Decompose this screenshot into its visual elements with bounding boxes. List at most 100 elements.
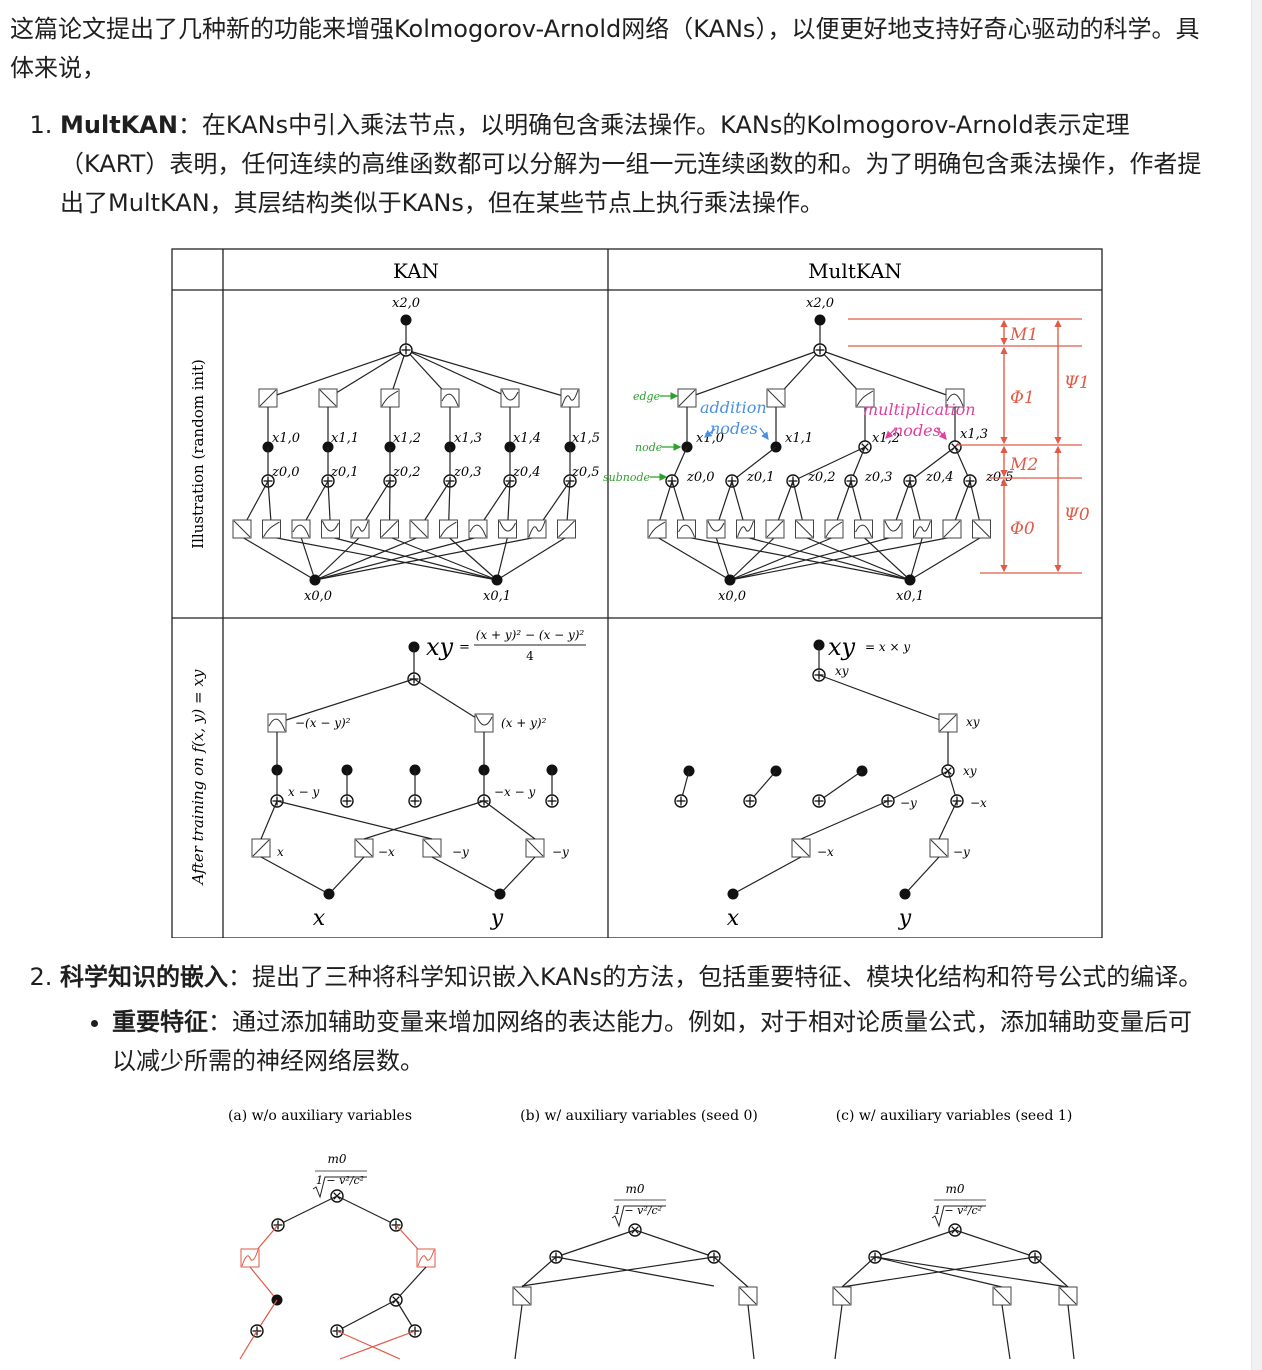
- node-label-x00: x0,0: [304, 589, 332, 604]
- activation-function-box: [474, 713, 494, 733]
- addition-node: [812, 794, 826, 808]
- edge-line: [818, 674, 949, 724]
- activation-function-box: [791, 838, 811, 858]
- kan-edge-label: x: [277, 845, 284, 859]
- intro-paragraph: 这篇论文提出了几种新的功能来增强Kolmogorov-Arnold网络（KANs…: [10, 15, 1200, 82]
- item-title: MultKAN: [60, 111, 178, 139]
- edge-line: [841, 1256, 876, 1288]
- formula-denominator: 1 − v²/c²: [316, 1174, 364, 1187]
- edge-line: [686, 349, 821, 399]
- edge-line: [496, 536, 509, 581]
- edge-line: [330, 536, 498, 581]
- mult-z-label: z0,0: [686, 470, 715, 485]
- formula-numerator: m0: [945, 1182, 964, 1196]
- activation-function-box: [557, 519, 576, 539]
- input-label-x: x: [313, 906, 326, 931]
- edge-line: [267, 349, 407, 399]
- activation-function-box: [354, 838, 374, 858]
- edge-line: [327, 349, 407, 399]
- activation-function-box: [267, 713, 287, 733]
- column-header-kan: KAN: [393, 259, 439, 283]
- edge-line: [336, 1330, 401, 1360]
- node-dot: [727, 888, 739, 900]
- annotation-node: node: [635, 441, 663, 454]
- subfigure-caption: (a) w/o auxiliary variables: [228, 1108, 412, 1124]
- node-label-x00: x0,0: [718, 589, 746, 604]
- edge-line: [863, 536, 911, 581]
- node-label-x20: x2,0: [806, 296, 834, 311]
- edge-line: [249, 1266, 278, 1301]
- edge-line: [499, 856, 536, 895]
- article-content: 这篇论文提出了几种新的功能来增强Kolmogorov-Arnold网络（KANs…: [10, 10, 1215, 1361]
- kan-edge-label: −y: [552, 845, 569, 859]
- activation-function-box: [992, 1286, 1012, 1306]
- sub-item-text: ：通过添加辅助变量来增加网络的表达能力。例如，对于相对论质量公式，添加辅助变量后…: [112, 1008, 1192, 1075]
- activation-function-box: [380, 388, 400, 408]
- edge-line: [336, 1299, 397, 1332]
- edge-line: [405, 349, 571, 399]
- edge-line: [405, 349, 511, 399]
- activation-function-box: [422, 838, 442, 858]
- activation-function-box: [677, 519, 696, 539]
- edge-line: [729, 536, 953, 581]
- node-label-x20: x2,0: [392, 296, 420, 311]
- edge-line: [271, 536, 498, 581]
- addition-node: [340, 794, 354, 808]
- sub-list: 重要特征：通过添加辅助变量来增加网络的表达能力。例如，对于相对论质量公式，添加辅…: [60, 1003, 1215, 1081]
- edge-line: [336, 1195, 397, 1226]
- activation-function-box: [527, 519, 547, 539]
- activation-function-box: [942, 519, 962, 539]
- activation-function-box: [468, 519, 488, 539]
- kan-z-label: z0,5: [571, 465, 600, 480]
- edge-line: [314, 536, 361, 581]
- mult-z-label: z0,3: [864, 470, 893, 485]
- mult-x1-label: x1,3: [960, 427, 988, 442]
- edge-line: [818, 770, 863, 802]
- kan-z-label: z0,4: [512, 465, 541, 480]
- activation-function-box: [1058, 1286, 1078, 1306]
- kan-z-label: z0,1: [330, 465, 359, 480]
- activation-function-box: [258, 388, 278, 408]
- edge-line: [339, 1330, 416, 1360]
- activation-function-box: [913, 519, 932, 539]
- mult-x1-label: x1,1: [785, 431, 813, 446]
- mult-x1-label: x1,0: [696, 431, 724, 446]
- annotation-multiplication: multiplication: [863, 400, 976, 419]
- edge-line: [804, 536, 911, 581]
- sub-item-title: 重要特征: [112, 1008, 208, 1036]
- activation-function-box: [439, 519, 458, 539]
- addition-node: [743, 794, 757, 808]
- multkan-node-label: xy: [835, 664, 849, 678]
- activation-function-box: [824, 519, 844, 539]
- edge-line: [715, 536, 731, 581]
- bracket-label: Ψ1: [1064, 373, 1090, 393]
- kan-z-label: z0,3: [453, 465, 482, 480]
- kan-z-label: z0,2: [392, 465, 421, 480]
- edge-line: [395, 1266, 427, 1301]
- edge-line: [841, 1256, 1036, 1288]
- scrollbar[interactable]: [1251, 0, 1262, 1370]
- multkan-edge-label: −x: [817, 845, 834, 859]
- activation-function-box: [500, 388, 520, 408]
- edge-line: [555, 1256, 715, 1287]
- edge-line: [314, 536, 420, 581]
- edge-line: [521, 1256, 557, 1288]
- edge-line: [729, 536, 776, 581]
- activation-function-box: [795, 519, 814, 539]
- edge-line: [656, 536, 731, 581]
- edge-line: [909, 536, 982, 581]
- edge-line: [277, 1195, 338, 1226]
- annotation-multiplication-nodes: nodes: [893, 421, 941, 440]
- kan-x1-label: x1,3: [454, 431, 482, 446]
- figure-1-svg: KAN MultKAN Illustration (random init) A…: [171, 248, 1103, 938]
- node-dot: [323, 888, 335, 900]
- kan-edge-label: −y: [452, 845, 469, 859]
- edge-line: [483, 800, 536, 840]
- edge-line: [328, 856, 365, 895]
- activation-function-box: [972, 519, 991, 539]
- multkan-node-label: −y: [900, 796, 917, 810]
- kan-output-xy: xy: [426, 633, 454, 661]
- activation-function-box: [736, 519, 755, 539]
- edge-line: [909, 536, 924, 581]
- activation-function-box: [240, 1248, 260, 1268]
